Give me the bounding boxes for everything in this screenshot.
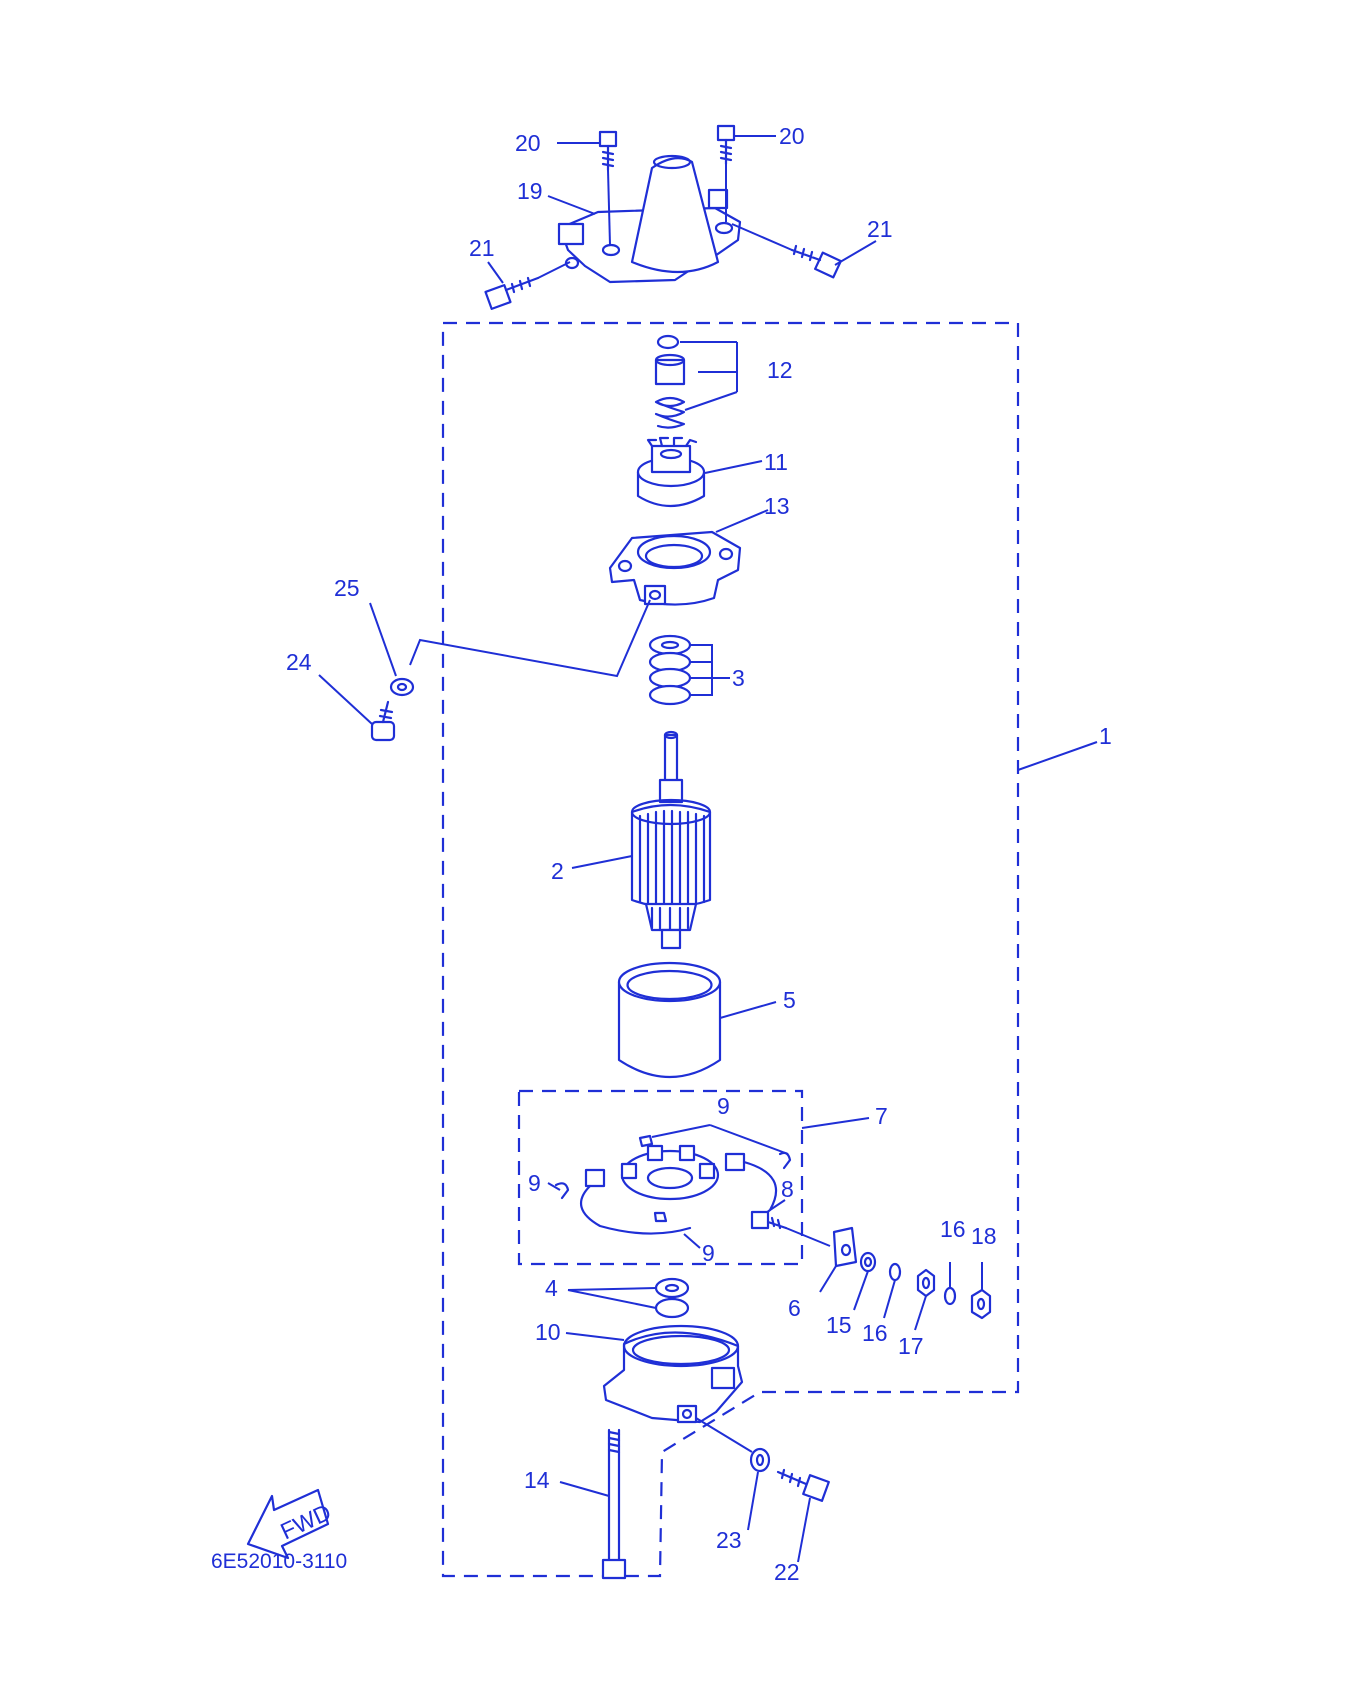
washer-25 — [389, 677, 415, 697]
terminal-bolt-8 — [750, 1210, 831, 1247]
callout-13: 13 — [764, 493, 790, 519]
upper-cover-part — [557, 154, 742, 284]
callout-2: 2 — [551, 858, 564, 884]
bolt-20-left — [598, 130, 618, 246]
callout-19: 19 — [517, 178, 543, 204]
callout-9-left: 9 — [528, 1170, 541, 1196]
bolt-22 — [695, 1417, 830, 1502]
rear-bracket-10 — [602, 1324, 744, 1424]
callout-21-right: 21 — [867, 216, 893, 242]
screw-24 — [370, 700, 396, 742]
leader-lines — [318, 135, 1098, 1563]
bolt-21-right — [731, 223, 842, 279]
callout-3: 3 — [732, 665, 745, 691]
callout-24: 24 — [286, 649, 312, 675]
callout-6: 6 — [788, 1295, 801, 1321]
callout-16-top: 16 — [940, 1216, 966, 1242]
nut-17 — [916, 1268, 936, 1298]
washer-stack-3 — [648, 634, 730, 706]
callout-22: 22 — [774, 1559, 800, 1585]
callout-5: 5 — [783, 987, 796, 1013]
starter-assembly-outline — [441, 321, 1020, 1578]
callout-8: 8 — [781, 1176, 794, 1202]
callout-9-bottom: 9 — [702, 1240, 715, 1266]
brush-holder-7 — [554, 1134, 792, 1235]
bolt-21-left — [484, 261, 571, 310]
pinion-gear-11 — [636, 436, 706, 507]
callout-9-top: 9 — [717, 1093, 730, 1119]
callout-12: 12 — [767, 357, 793, 383]
callout-1: 1 — [1099, 723, 1112, 749]
callout-20-right: 20 — [779, 123, 805, 149]
washer-4 — [654, 1277, 690, 1319]
callout-14: 14 — [524, 1467, 550, 1493]
callout-7: 7 — [875, 1103, 888, 1129]
callout-4: 4 — [545, 1275, 558, 1301]
washer-23 — [749, 1447, 771, 1473]
through-bolt-14 — [601, 1428, 627, 1580]
callout-20-left: 20 — [515, 130, 541, 156]
callout-15: 15 — [826, 1312, 852, 1338]
front-bracket-13 — [608, 530, 742, 606]
bolt-20-right — [716, 124, 736, 222]
washer-15 — [859, 1251, 877, 1273]
terminal-plate-6 — [832, 1226, 858, 1268]
yoke-5 — [617, 961, 722, 1078]
callout-25: 25 — [334, 575, 360, 601]
callout-16-bottom: 16 — [862, 1320, 888, 1346]
pinion-stop-set-12 — [654, 334, 686, 429]
fwd-direction-arrow: FWD — [246, 1488, 335, 1560]
armature-2 — [630, 730, 712, 950]
callout-17: 17 — [898, 1333, 924, 1359]
callout-18: 18 — [971, 1223, 997, 1249]
callout-10: 10 — [535, 1319, 561, 1345]
lock-washer-16-left — [888, 1262, 902, 1282]
callout-11: 11 — [764, 449, 788, 475]
callout-23: 23 — [716, 1527, 742, 1553]
nut-18 — [970, 1288, 992, 1320]
ground-wire-line — [409, 599, 651, 678]
lock-washer-16-right — [943, 1286, 957, 1306]
brush-holder-outline — [517, 1089, 804, 1266]
callout-21-left: 21 — [469, 235, 495, 261]
part-code-label: 6E52010-3110 — [211, 1550, 347, 1573]
